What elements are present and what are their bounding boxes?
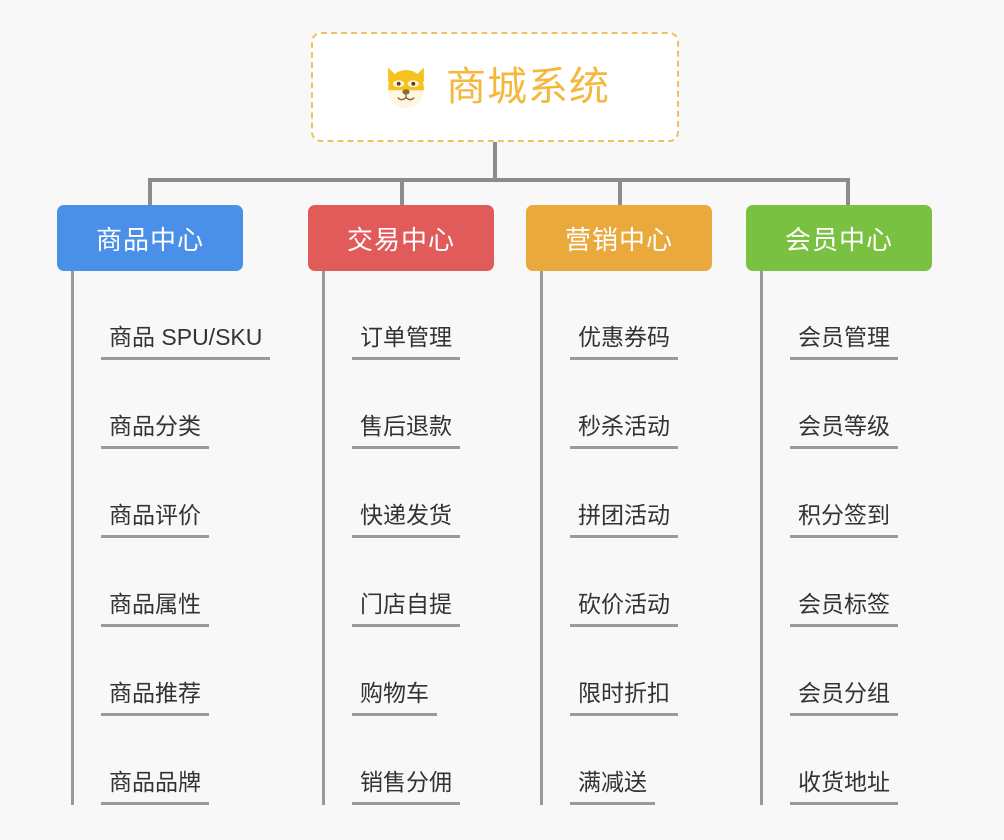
- leaf-label: 砍价活动: [570, 591, 678, 627]
- leaf-group-trade-center: 订单管理 售后退款 快递发货 门店自提 购物车 销售分佣: [322, 271, 538, 805]
- list-item[interactable]: 商品推荐: [71, 627, 297, 716]
- leaf-label: 商品推荐: [101, 680, 209, 716]
- column-spine: [540, 271, 543, 805]
- root-node-shopping-mall-system[interactable]: 商城系统: [311, 32, 679, 142]
- leaf-label: 售后退款: [352, 413, 460, 449]
- leaf-list: 会员管理 会员等级 积分签到 会员标签 会员分组 收货地址: [760, 271, 976, 805]
- leaf-label: 拼团活动: [570, 502, 678, 538]
- list-item[interactable]: 会员等级: [760, 360, 976, 449]
- leaf-label: 会员管理: [790, 324, 898, 360]
- category-label: 会员中心: [784, 224, 893, 255]
- list-item[interactable]: 收货地址: [760, 716, 976, 805]
- list-item[interactable]: 商品评价: [71, 449, 297, 538]
- leaf-label: 会员等级: [790, 413, 898, 449]
- leaf-label: 商品 SPU/SKU: [101, 324, 271, 360]
- leaf-group-member-center: 会员管理 会员等级 积分签到 会员标签 会员分组 收货地址: [760, 271, 976, 805]
- leaf-label: 门店自提: [352, 591, 460, 627]
- column-product-center: 商品中心 商品 SPU/SKU 商品分类 商品评价 商品属性 商品推荐 商品品牌: [57, 205, 297, 805]
- list-item[interactable]: 满减送: [540, 716, 756, 805]
- list-item[interactable]: 商品品牌: [71, 716, 297, 805]
- column-spine: [71, 271, 74, 805]
- list-item[interactable]: 会员分组: [760, 627, 976, 716]
- column-member-center: 会员中心 会员管理 会员等级 积分签到 会员标签 会员分组 收货地址: [746, 205, 976, 805]
- leaf-label: 商品属性: [101, 591, 209, 627]
- category-label: 交易中心: [346, 224, 455, 255]
- leaf-label: 订单管理: [352, 324, 460, 360]
- list-item[interactable]: 优惠券码: [540, 271, 756, 360]
- list-item[interactable]: 快递发货: [322, 449, 538, 538]
- leaf-label: 快递发货: [352, 502, 460, 538]
- category-label: 营销中心: [564, 224, 673, 255]
- list-item[interactable]: 会员管理: [760, 271, 976, 360]
- list-item[interactable]: 秒杀活动: [540, 360, 756, 449]
- column-trade-center: 交易中心 订单管理 售后退款 快递发货 门店自提 购物车 销售分佣: [308, 205, 538, 805]
- connector-drop-member-center: [846, 178, 850, 206]
- leaf-label: 优惠券码: [570, 324, 678, 360]
- connector-drop-trade-center: [400, 178, 404, 206]
- list-item[interactable]: 售后退款: [322, 360, 538, 449]
- list-item[interactable]: 砍价活动: [540, 538, 756, 627]
- list-item[interactable]: 门店自提: [322, 538, 538, 627]
- connector-horizontal-bus: [148, 178, 848, 182]
- list-item[interactable]: 商品分类: [71, 360, 297, 449]
- category-header-product-center[interactable]: 商品中心: [57, 205, 243, 271]
- leaf-list: 商品 SPU/SKU 商品分类 商品评价 商品属性 商品推荐 商品品牌: [71, 271, 297, 805]
- category-header-member-center[interactable]: 会员中心: [746, 205, 932, 271]
- category-header-marketing-center[interactable]: 营销中心: [526, 205, 712, 271]
- leaf-label: 销售分佣: [352, 769, 460, 805]
- category-label: 商品中心: [95, 224, 204, 255]
- leaf-label: 会员标签: [790, 591, 898, 627]
- leaf-label: 收货地址: [790, 769, 898, 805]
- leaf-label: 积分签到: [790, 502, 898, 538]
- leaf-label: 秒杀活动: [570, 413, 678, 449]
- connector-root-stem: [493, 142, 497, 180]
- list-item[interactable]: 订单管理: [322, 271, 538, 360]
- leaf-label: 商品分类: [101, 413, 209, 449]
- connector-drop-product-center: [148, 178, 152, 206]
- list-item[interactable]: 限时折扣: [540, 627, 756, 716]
- list-item[interactable]: 销售分佣: [322, 716, 538, 805]
- list-item[interactable]: 购物车: [322, 627, 538, 716]
- leaf-list: 优惠券码 秒杀活动 拼团活动 砍价活动 限时折扣 满减送: [540, 271, 756, 805]
- leaf-label: 商品评价: [101, 502, 209, 538]
- column-marketing-center: 营销中心 优惠券码 秒杀活动 拼团活动 砍价活动 限时折扣 满减送: [526, 205, 756, 805]
- list-item[interactable]: 拼团活动: [540, 449, 756, 538]
- leaf-list: 订单管理 售后退款 快递发货 门店自提 购物车 销售分佣: [322, 271, 538, 805]
- list-item[interactable]: 商品 SPU/SKU: [71, 271, 297, 360]
- leaf-label: 满减送: [570, 769, 655, 805]
- leaf-group-marketing-center: 优惠券码 秒杀活动 拼团活动 砍价活动 限时折扣 满减送: [540, 271, 756, 805]
- leaf-label: 购物车: [352, 680, 437, 716]
- category-header-trade-center[interactable]: 交易中心: [308, 205, 494, 271]
- dog-face-icon: [380, 61, 432, 113]
- leaf-label: 会员分组: [790, 680, 898, 716]
- leaf-group-product-center: 商品 SPU/SKU 商品分类 商品评价 商品属性 商品推荐 商品品牌: [71, 271, 297, 805]
- list-item[interactable]: 积分签到: [760, 449, 976, 538]
- root-node-title: 商城系统: [446, 65, 610, 109]
- column-spine: [322, 271, 325, 805]
- list-item[interactable]: 会员标签: [760, 538, 976, 627]
- column-spine: [760, 271, 763, 805]
- leaf-label: 商品品牌: [101, 769, 209, 805]
- connector-drop-marketing-center: [618, 178, 622, 206]
- leaf-label: 限时折扣: [570, 680, 678, 716]
- list-item[interactable]: 商品属性: [71, 538, 297, 627]
